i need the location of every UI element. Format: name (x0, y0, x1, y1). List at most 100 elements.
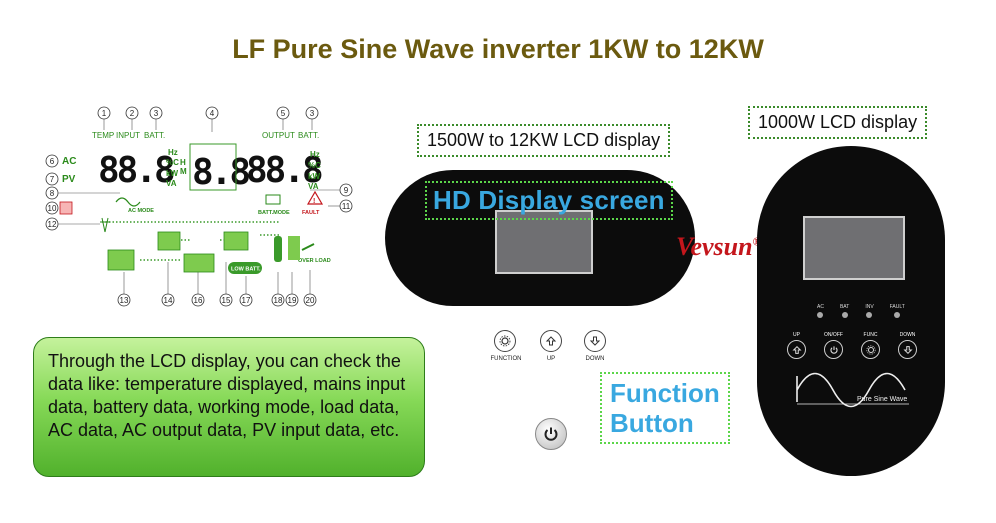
power-icon (544, 427, 558, 441)
led-row: AC BAT INV FAULT (817, 304, 905, 318)
wide-function-button[interactable]: FUNCTION (491, 330, 522, 362)
callout-17: 17 (239, 293, 253, 307)
label-tall-lcd: 1000W LCD display (748, 106, 928, 139)
lcd-label-batt: BATT. (144, 131, 165, 140)
ac-mode-wave-icon (115, 197, 141, 207)
svg-text:3: 3 (154, 109, 159, 118)
charger-icon (157, 231, 181, 251)
callout-5: 5 (276, 106, 290, 120)
tall-func-button[interactable]: FUNC (861, 332, 880, 359)
svg-text:6: 6 (50, 157, 55, 166)
solar-panel-icon (107, 249, 135, 271)
speaker-icon (59, 201, 73, 215)
callout-20: 20 (303, 293, 317, 307)
callout-3: 3 (149, 106, 163, 120)
svg-text:9: 9 (344, 186, 349, 195)
lcd-digits-left: 88.8 (98, 150, 174, 191)
grid-tower-icon (100, 217, 110, 233)
pure-sine-wave-label: Pure Sine Wave (857, 396, 908, 403)
callout-13: 13 (117, 293, 131, 307)
callout-4: 4 (205, 106, 219, 120)
led-inv: INV (865, 304, 874, 318)
tall-button-row: UP ON/OFF FUNC DOWN (787, 332, 917, 359)
lcd-label-ac: AC (62, 156, 76, 167)
unit-hz2: Hz (310, 150, 320, 159)
warning-icon (306, 190, 324, 205)
svg-text:17: 17 (242, 296, 251, 305)
svg-text:18: 18 (274, 296, 283, 305)
svg-text:5: 5 (281, 109, 286, 118)
wide-lcd-screen (495, 210, 593, 274)
lcd-label-input: INPUT (116, 131, 140, 140)
wide-down-button[interactable]: DOWN (584, 330, 610, 362)
svg-text:3: 3 (310, 109, 315, 118)
callout-16: 16 (191, 293, 205, 307)
unit-pct-c: %C (166, 158, 179, 167)
unit-kw: kW (166, 169, 178, 178)
lcd-label-ac-mode: AC MODE (128, 208, 154, 214)
up-arrow-icon (540, 330, 562, 352)
power-icon (824, 340, 843, 359)
tall-lcd-screen (803, 216, 905, 280)
callout-9: 9 (339, 183, 353, 197)
tall-onoff-button[interactable]: ON/OFF (824, 332, 843, 359)
callout-1: 1 (97, 106, 111, 120)
svg-text:15: 15 (222, 296, 231, 305)
low-batt-badge (228, 262, 262, 274)
gear-icon (494, 330, 516, 352)
tall-down-button[interactable]: DOWN (898, 332, 917, 359)
callout-2: 2 (125, 106, 139, 120)
page-title: LF Pure Sine Wave inverter 1KW to 12KW (232, 34, 764, 64)
sine-wave-icon (796, 372, 909, 408)
tall-inverter-panel: AC BAT INV FAULT UP ON/OFF FUNC DOWN Pur… (757, 146, 945, 476)
tall-up-button[interactable]: UP (787, 332, 806, 359)
svg-text:8: 8 (50, 189, 55, 198)
unit-pct-c2: %C (308, 161, 321, 170)
unit-h: H (180, 158, 186, 167)
unit-hz: Hz (168, 148, 178, 157)
callout-15: 15 (219, 293, 233, 307)
svg-text:19: 19 (288, 296, 297, 305)
gear-icon (861, 340, 880, 359)
svg-text:20: 20 (306, 296, 315, 305)
power-button[interactable] (535, 418, 567, 450)
svg-text:11: 11 (342, 202, 351, 211)
callout-11: 11 (339, 199, 353, 213)
label-wide-lcd: 1500W to 12KW LCD display (417, 124, 671, 157)
svg-text:10: 10 (48, 204, 57, 213)
callout-7: 7 (45, 172, 59, 186)
down-arrow-icon (584, 330, 606, 352)
led-bat: BAT (840, 304, 849, 318)
lcd-segment-diagram: 1 2 3 4 5 3 6 7 8 9 10 11 12 13 14 16 15… (45, 106, 353, 307)
lcd-label-fault: FAULT (302, 210, 320, 216)
callout-8: 8 (45, 186, 59, 200)
unit-m: M (180, 167, 187, 176)
info-box: Through the LCD display, you can check t… (33, 337, 425, 477)
callout-19: 19 (285, 293, 299, 307)
svg-text:LOW BATT.: LOW BATT. (231, 267, 261, 273)
unit-va: VA (166, 179, 177, 188)
lcd-digits-mid: 8.8 (192, 152, 249, 193)
led-ac: AC (817, 304, 824, 318)
svg-text:7: 7 (50, 175, 55, 184)
lcd-label-pv: PV (62, 174, 76, 185)
battery-bank-icon (183, 253, 215, 273)
svg-text:16: 16 (194, 296, 203, 305)
lcd-digits-right: 88.8 (246, 150, 322, 191)
svg-text:2: 2 (130, 109, 135, 118)
plug-icon (301, 243, 315, 251)
lcd-label-batt2: BATT. (298, 131, 319, 140)
lcd-label-output: OUTPUT (262, 131, 295, 140)
wide-inverter-panel (385, 170, 695, 306)
load-level-icon (274, 236, 282, 262)
wide-up-button[interactable]: UP (540, 330, 566, 362)
svg-text:4: 4 (210, 109, 215, 118)
svg-text:12: 12 (48, 220, 57, 229)
callout-3b: 3 (305, 106, 319, 120)
lcd-label-temp: TEMP (92, 131, 114, 140)
svg-text:14: 14 (164, 296, 173, 305)
lcd-label-batt-mode: BATT.MODE (258, 210, 290, 216)
unit-kw2: kW (308, 172, 320, 181)
svg-text:1: 1 (102, 109, 107, 118)
up-arrow-icon (787, 340, 806, 359)
